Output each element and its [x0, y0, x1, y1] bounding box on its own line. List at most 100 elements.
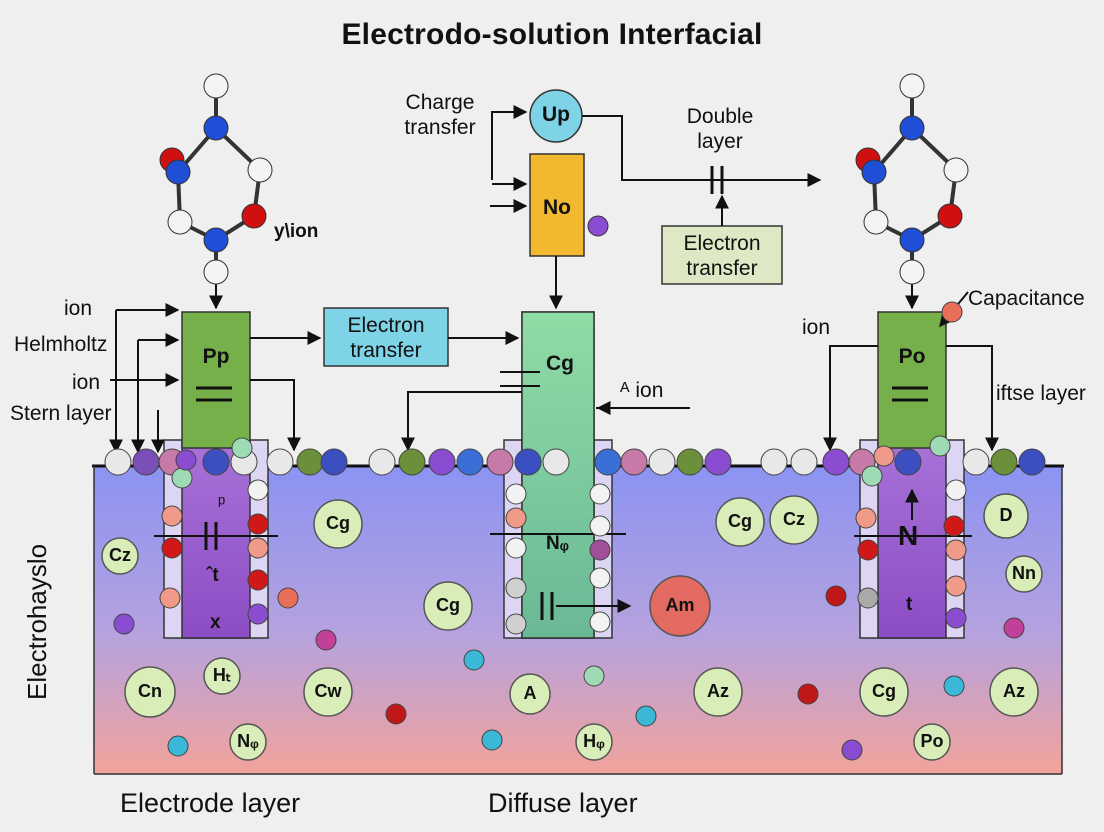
small-ion-17 — [505, 577, 527, 599]
surface-ion-16 — [620, 448, 648, 476]
ion-bubble-label-14: Az — [1003, 681, 1025, 701]
ion-bubble-17 — [913, 723, 951, 761]
small-ion-43 — [943, 675, 965, 697]
small-ion-32 — [941, 301, 963, 323]
surface-ion-19 — [704, 448, 732, 476]
ion-bubble-15 — [229, 723, 267, 761]
node-no-box — [529, 153, 585, 257]
left-molecule-icon-atom-0 — [203, 73, 229, 99]
label-stern-layer: Stern layer — [10, 402, 112, 425]
diagram-title: Electrodo-solution Interfacial — [341, 18, 763, 51]
right-column-lower — [877, 439, 947, 639]
node-cg-label: Cg — [546, 352, 574, 375]
ion-bubble-0 — [101, 537, 139, 575]
ion-bubble-8 — [124, 666, 176, 718]
label-electron-transfer-top: Electron transfer — [683, 232, 761, 280]
small-ion-33 — [113, 613, 135, 635]
right-molecule-icon-atom-3 — [861, 159, 887, 185]
small-ion-18 — [589, 567, 611, 589]
ion-bubble-label-11: A — [523, 683, 537, 703]
surface-ion-15 — [594, 448, 622, 476]
ion-particles — [101, 301, 1046, 761]
electron-transfer-box-mid — [323, 307, 449, 367]
surface-ion-0 — [104, 448, 132, 476]
surface-ion-27 — [1018, 448, 1046, 476]
surface-ion-24 — [894, 448, 922, 476]
surface-ion-8 — [368, 448, 396, 476]
ion-bubble-14 — [989, 667, 1039, 717]
arrow-cg-to-surface — [401, 391, 522, 452]
left-molecule-icon-atom-3 — [165, 159, 191, 185]
label-diffuse-layer-right: iftse layer — [996, 382, 1086, 405]
right-molecule-icon-atom-6 — [937, 203, 963, 229]
small-ion-16 — [589, 539, 611, 561]
particle-near-no — [587, 215, 609, 237]
label-ion-mid: ion — [72, 371, 101, 394]
surface-ion-13 — [514, 448, 542, 476]
small-ion-44 — [841, 739, 863, 761]
side-label-electrolyte: Electrohayslo — [22, 543, 52, 700]
surface-ion-22 — [822, 448, 850, 476]
arrow-charge-to-up — [491, 105, 528, 180]
small-ion-27 — [857, 587, 879, 609]
small-ion-41 — [167, 735, 189, 757]
surface-ion-21 — [790, 448, 818, 476]
surface-ion-6 — [296, 448, 324, 476]
ion-bubble-5 — [769, 495, 819, 545]
small-ion-6 — [247, 569, 269, 591]
label-capacitance: Capacitance — [968, 287, 1085, 310]
ion-bubble-label-5: Cz — [783, 509, 805, 529]
surface-ion-20 — [760, 448, 788, 476]
arrow-po-right-to-surface — [946, 345, 999, 452]
small-ion-28 — [945, 575, 967, 597]
small-ion-37 — [583, 665, 605, 687]
small-ion-20 — [589, 611, 611, 633]
small-ion-29 — [945, 607, 967, 629]
electron-transfer-box-top — [661, 225, 783, 285]
surface-ion-11 — [456, 448, 484, 476]
small-ion-2 — [161, 505, 183, 527]
molecule-icons — [159, 73, 969, 285]
right-molecule-icon-atom-8 — [899, 259, 925, 285]
small-ion-31 — [873, 445, 895, 467]
ion-bubble-6 — [983, 493, 1029, 539]
right-molecule-icon-atom-7 — [899, 227, 925, 253]
small-ion-3 — [247, 513, 269, 535]
small-ion-11 — [505, 483, 527, 505]
small-ion-15 — [505, 537, 527, 559]
label-helmholtz: Helmholtz — [14, 333, 108, 356]
ion-bubble-label-3: Am — [665, 595, 695, 615]
ion-bubble-13 — [859, 667, 909, 717]
right-molecule-icon-atom-1 — [899, 115, 925, 141]
ion-bubble-2 — [715, 497, 765, 547]
small-ion-26 — [945, 539, 967, 561]
small-ion-42 — [797, 683, 819, 705]
small-ion-19 — [505, 613, 527, 635]
small-ion-21 — [861, 465, 883, 487]
ion-bubble-10 — [303, 667, 353, 717]
small-ion-14 — [589, 515, 611, 537]
left-molecule-icon-atom-6 — [241, 203, 267, 229]
surface-ion-17 — [648, 448, 676, 476]
ion-bubble-label-0: Cz — [109, 545, 131, 565]
ion-bubble-12 — [693, 667, 743, 717]
arrow-pp-to-surface — [250, 379, 301, 452]
small-ion-35 — [315, 629, 337, 651]
ion-bubble-label-4: Cg — [436, 595, 460, 615]
node-no-label: No — [543, 196, 571, 219]
small-ion-8 — [247, 603, 269, 625]
ion-bubble-4 — [423, 581, 473, 631]
small-ion-7 — [159, 587, 181, 609]
surface-ion-12 — [486, 448, 514, 476]
small-ion-5 — [247, 537, 269, 559]
ion-bubble-label-7: Nn — [1012, 563, 1036, 583]
ion-bubble-label-10: Cw — [314, 681, 342, 701]
surface-ion-14 — [542, 448, 570, 476]
ion-bubble-7 — [1005, 555, 1043, 593]
surface-ion-1 — [132, 448, 160, 476]
ion-bubble-1 — [313, 499, 363, 549]
ion-bubble-16 — [575, 723, 613, 761]
surface-ion-18 — [676, 448, 704, 476]
right-column-mark-t: t — [906, 594, 913, 615]
